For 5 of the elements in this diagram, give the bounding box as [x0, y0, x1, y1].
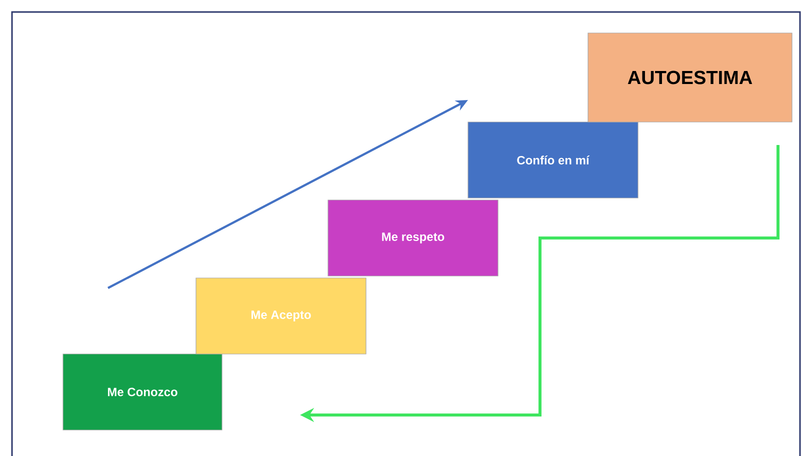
step-box: AUTOESTIMA — [588, 32, 792, 122]
step-box: Me Conozco — [62, 354, 222, 430]
step-box: Me Acepto — [196, 278, 366, 354]
step-box: Me respeto — [328, 200, 498, 276]
step-box: Confío en mí — [468, 122, 638, 198]
